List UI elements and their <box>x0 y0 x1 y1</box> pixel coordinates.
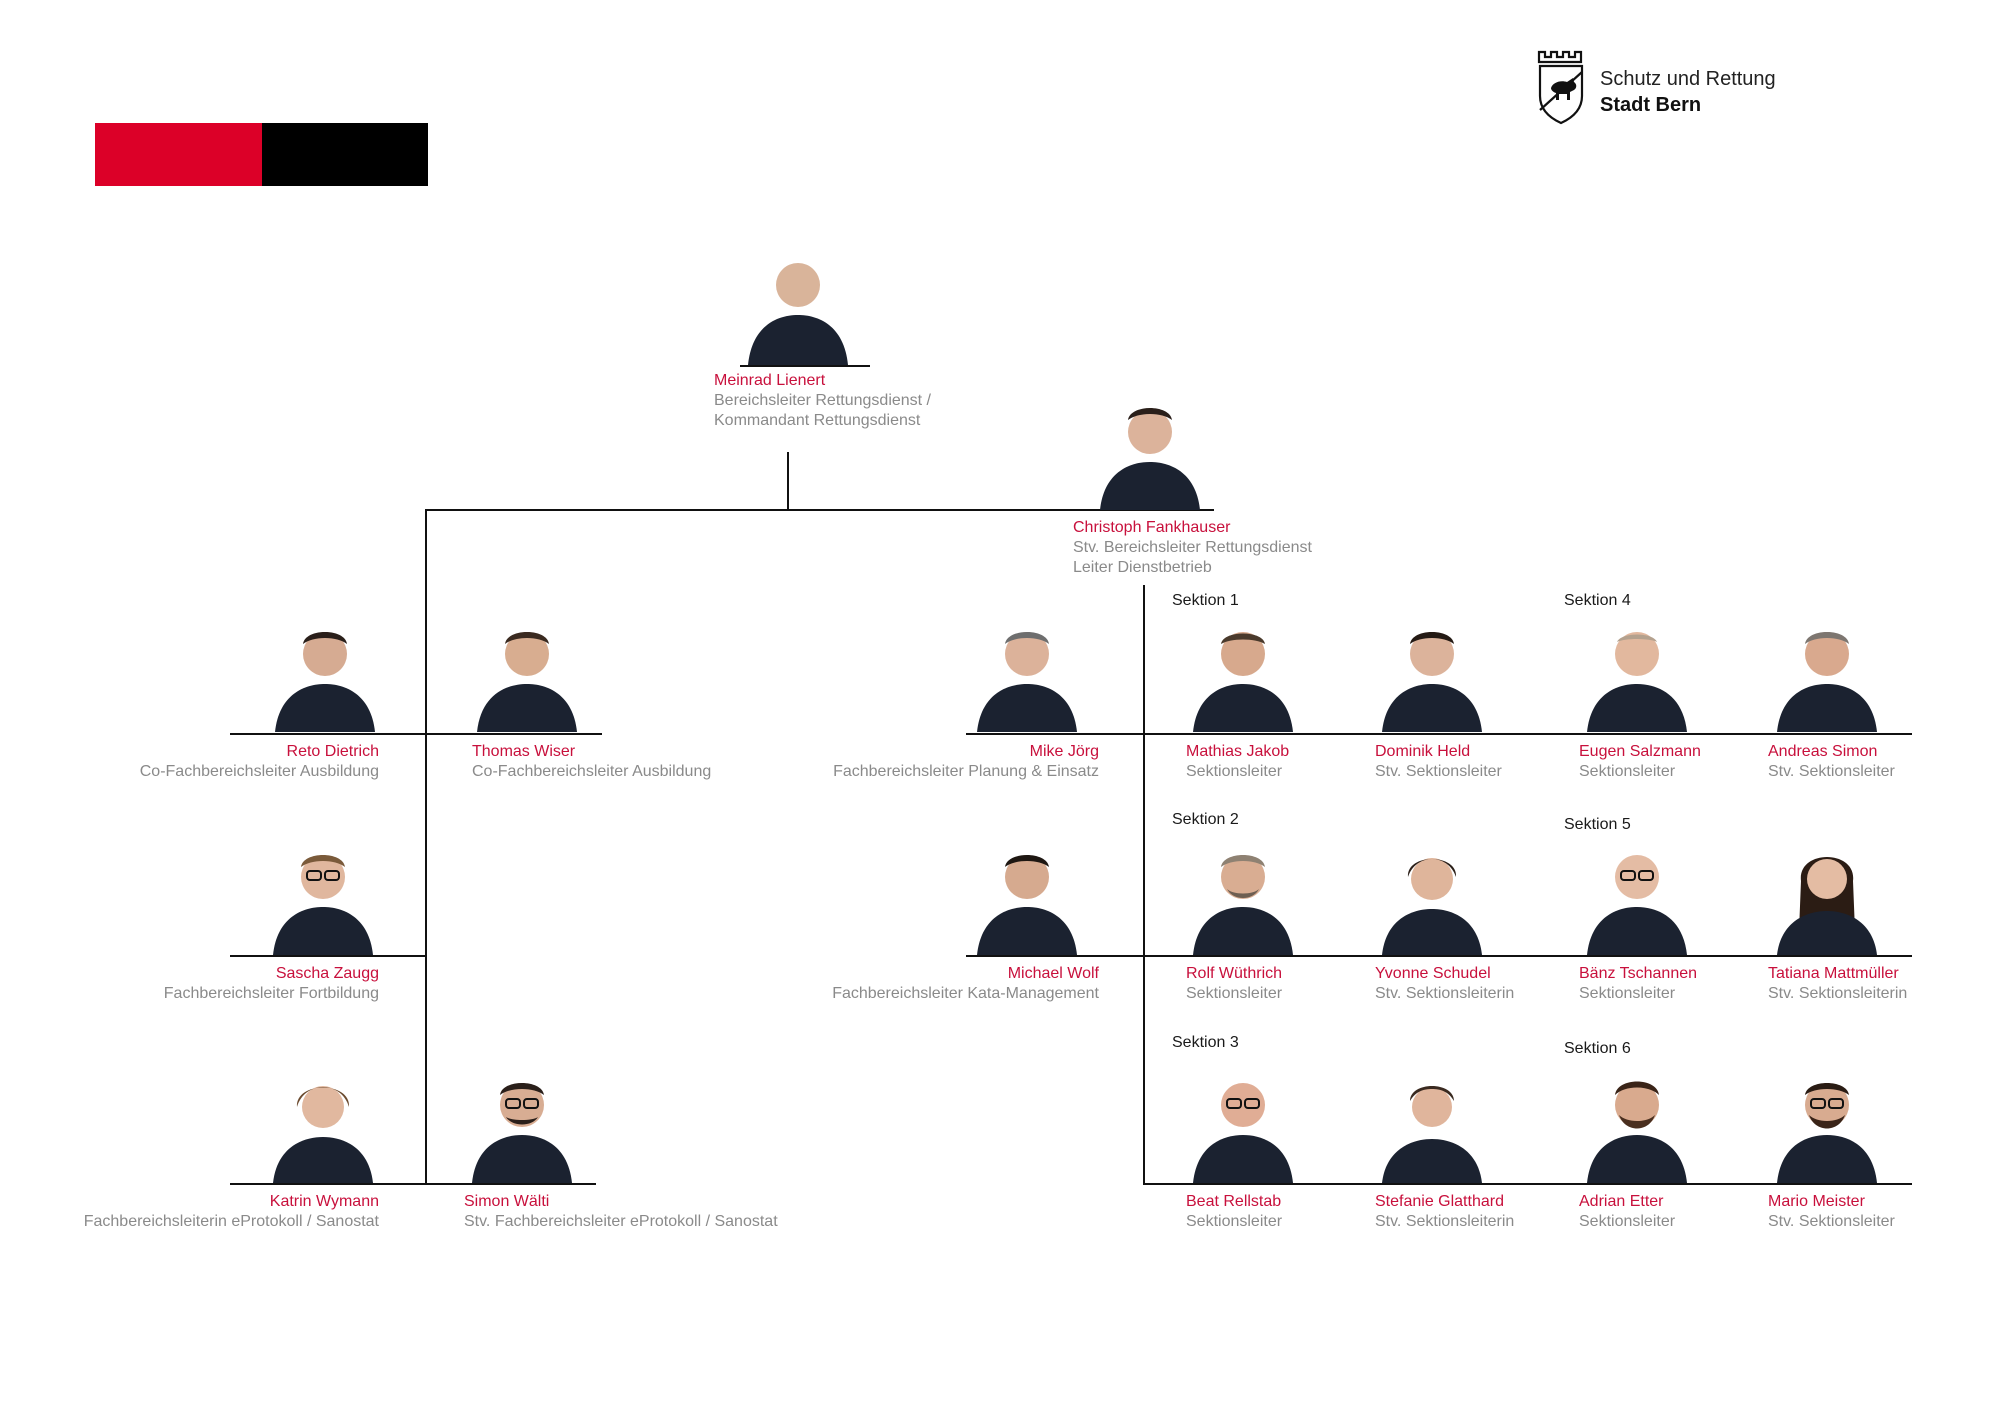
person-role: Fachbereichsleiter Planung & Einsatz <box>833 763 1099 780</box>
person-name: Tatiana Mattmüller <box>1768 965 1899 982</box>
bern-coat-of-arms-icon <box>1537 50 1584 125</box>
portrait-photo <box>1183 1063 1303 1183</box>
person-name: Christoph Fankhauser <box>1073 519 1231 536</box>
brand-band-black <box>262 123 428 186</box>
connector-line <box>740 365 870 367</box>
person-role: Stv. Sektionsleiter <box>1375 763 1502 780</box>
person-name: Thomas Wiser <box>472 743 576 760</box>
portrait-photo <box>263 1063 383 1183</box>
section-label-6: Sektion 6 <box>1564 1040 1631 1057</box>
person-role: Stv. Bereichsleiter Rettungsdienst <box>1073 539 1312 556</box>
person-role: Sektionsleiter <box>1579 1213 1676 1230</box>
person-role: Stv. Sektionsleiter <box>1768 1213 1895 1230</box>
section-label-2: Sektion 2 <box>1172 811 1239 828</box>
portrait-photo <box>1767 835 1887 955</box>
person-role: Bereichsleiter Rettungsdienst / <box>714 392 931 409</box>
logo-text-line1: Schutz und Rettung <box>1600 68 1776 90</box>
person-role: Sektionsleiter <box>1186 1213 1283 1230</box>
portrait-photo <box>967 612 1087 732</box>
person-name: Eugen Salzmann <box>1579 743 1701 760</box>
portrait-photo <box>1577 835 1697 955</box>
section-label-4: Sektion 4 <box>1564 592 1631 609</box>
person-name: Sascha Zaugg <box>275 965 379 982</box>
person-name: Bänz Tschannen <box>1579 965 1698 982</box>
person-name: Mathias Jakob <box>1186 743 1290 760</box>
person-name: Simon Wälti <box>464 1193 550 1210</box>
person-role: Stv. Sektionsleiterin <box>1375 1213 1515 1230</box>
portrait-photo <box>1372 612 1492 732</box>
person-role: Stv. Sektionsleiterin <box>1375 985 1515 1002</box>
portrait-photo <box>738 245 858 365</box>
portrait-photo <box>1090 390 1210 510</box>
portrait-photo <box>1183 835 1303 955</box>
portrait-photo <box>1577 612 1697 732</box>
connector-line <box>787 452 789 510</box>
person-role: Sektionsleiter <box>1579 763 1676 780</box>
connector-line <box>230 733 602 735</box>
logo-text-line2: Stadt Bern <box>1600 94 1702 116</box>
portrait-photo <box>1183 612 1303 732</box>
connector-line <box>966 955 1912 957</box>
person-role: Stv. Sektionsleiter <box>1768 763 1895 780</box>
portrait-photo <box>263 835 383 955</box>
connector-line <box>966 733 1912 735</box>
connector-line <box>1092 509 1214 511</box>
person-name: Michael Wolf <box>1007 965 1099 982</box>
person-role: Sektionsleiter <box>1186 763 1283 780</box>
portrait-photo <box>265 612 385 732</box>
portrait-photo <box>1767 1063 1887 1183</box>
person-name: Meinrad Lienert <box>714 372 826 389</box>
portrait-photo <box>1577 1063 1697 1183</box>
connector-line <box>1143 585 1145 1185</box>
person-role: Fachbereichsleiter Kata-Management <box>832 985 1099 1002</box>
section-label-3: Sektion 3 <box>1172 1034 1239 1051</box>
logo: Schutz und Rettung Stadt Bern <box>1535 48 1795 128</box>
person-name: Reto Dietrich <box>286 743 379 760</box>
portrait-photo <box>462 1063 582 1183</box>
person-role: Fachbereichsleiter Fortbildung <box>163 985 379 1002</box>
portrait-photo <box>967 835 1087 955</box>
connector-line <box>425 509 427 1185</box>
portrait-photo <box>1372 1063 1492 1183</box>
person-name: Dominik Held <box>1375 743 1471 760</box>
person-name: Yvonne Schudel <box>1375 965 1491 982</box>
person-role: Co-Fachbereichsleiter Ausbildung <box>139 763 379 780</box>
person-role: Co-Fachbereichsleiter Ausbildung <box>472 763 712 780</box>
person-name: Beat Rellstab <box>1186 1193 1282 1210</box>
person-name: Adrian Etter <box>1579 1193 1664 1210</box>
connector-line <box>425 509 1214 511</box>
portrait-photo <box>467 612 587 732</box>
section-label-5: Sektion 5 <box>1564 816 1631 833</box>
section-label-1: Sektion 1 <box>1172 592 1239 609</box>
person-name: Katrin Wymann <box>269 1193 379 1210</box>
person-role: Kommandant Rettungsdienst <box>714 412 921 429</box>
person-name: Andreas Simon <box>1768 743 1878 760</box>
portrait-photo <box>1767 612 1887 732</box>
connector-line <box>230 955 427 957</box>
connector-line <box>1143 1183 1912 1185</box>
person-role: Stv. Fachbereichsleiter eProtokoll / San… <box>464 1213 778 1230</box>
person-role: Sektionsleiter <box>1186 985 1283 1002</box>
connector-line <box>230 1183 596 1185</box>
person-role: Stv. Sektionsleiterin <box>1768 985 1908 1002</box>
portrait-photo <box>1372 835 1492 955</box>
brand-band-red <box>95 123 262 186</box>
person-role: Fachbereichsleiterin eProtokoll / Sanost… <box>83 1213 379 1230</box>
person-name: Stefanie Glatthard <box>1375 1193 1504 1210</box>
person-role: Sektionsleiter <box>1579 985 1676 1002</box>
person-name: Mario Meister <box>1768 1193 1865 1210</box>
person-role: Leiter Dienstbetrieb <box>1073 559 1212 576</box>
person-name: Rolf Wüthrich <box>1186 965 1283 982</box>
person-name: Mike Jörg <box>1029 743 1099 760</box>
